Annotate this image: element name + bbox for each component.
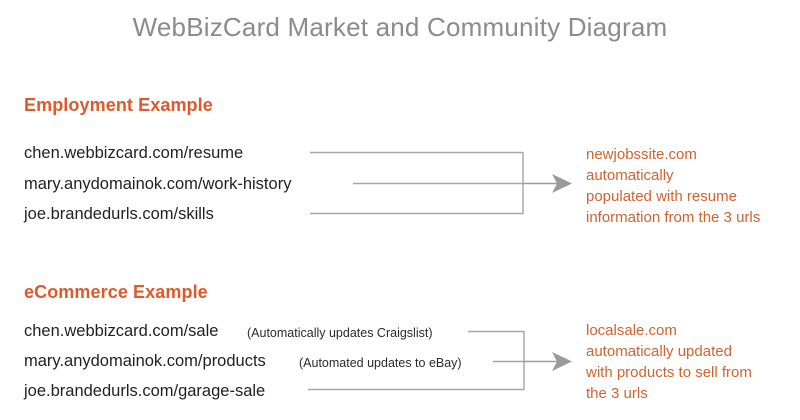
section-heading-ecommerce: eCommerce Example [24, 282, 208, 302]
url-employment-2: mary.anydomainok.com/work-history [24, 175, 292, 193]
url-ecommerce-2: mary.anydomainok.com/products [24, 352, 266, 370]
section-heading-employment: Employment Example [24, 95, 213, 115]
annotation-ecommerce-2: (Automated updates to eBay) [299, 356, 462, 370]
result-line: populated with resume [586, 188, 737, 205]
result-line: automatically updated [586, 343, 732, 360]
result-line: information from the 3 urls [586, 209, 761, 226]
employment-arrow-head [552, 174, 572, 193]
result-text-ecommerce: localsale.com automatically updated with… [586, 320, 800, 404]
result-line: localsale.com [586, 322, 677, 339]
ecommerce-arrow-head [552, 352, 572, 371]
url-ecommerce-1: chen.webbizcard.com/sale [24, 322, 219, 340]
annotation-ecommerce-1: (Automatically updates Craigslist) [247, 326, 433, 340]
url-employment-1: chen.webbizcard.com/resume [24, 144, 244, 162]
result-line: automatically [586, 167, 674, 184]
result-line: the 3 urls [586, 385, 648, 402]
employment-connector-group [310, 151, 572, 215]
page-title: WebBizCard Market and Community Diagram [132, 12, 668, 42]
result-line: newjobssite.com [586, 146, 697, 163]
result-line: with products to sell from [586, 364, 752, 381]
result-text-employment: newjobssite.com automatically populated … [586, 144, 800, 228]
url-ecommerce-3: joe.brandedurls.com/garage-sale [24, 382, 266, 400]
url-employment-3: joe.brandedurls.com/skills [24, 205, 214, 223]
